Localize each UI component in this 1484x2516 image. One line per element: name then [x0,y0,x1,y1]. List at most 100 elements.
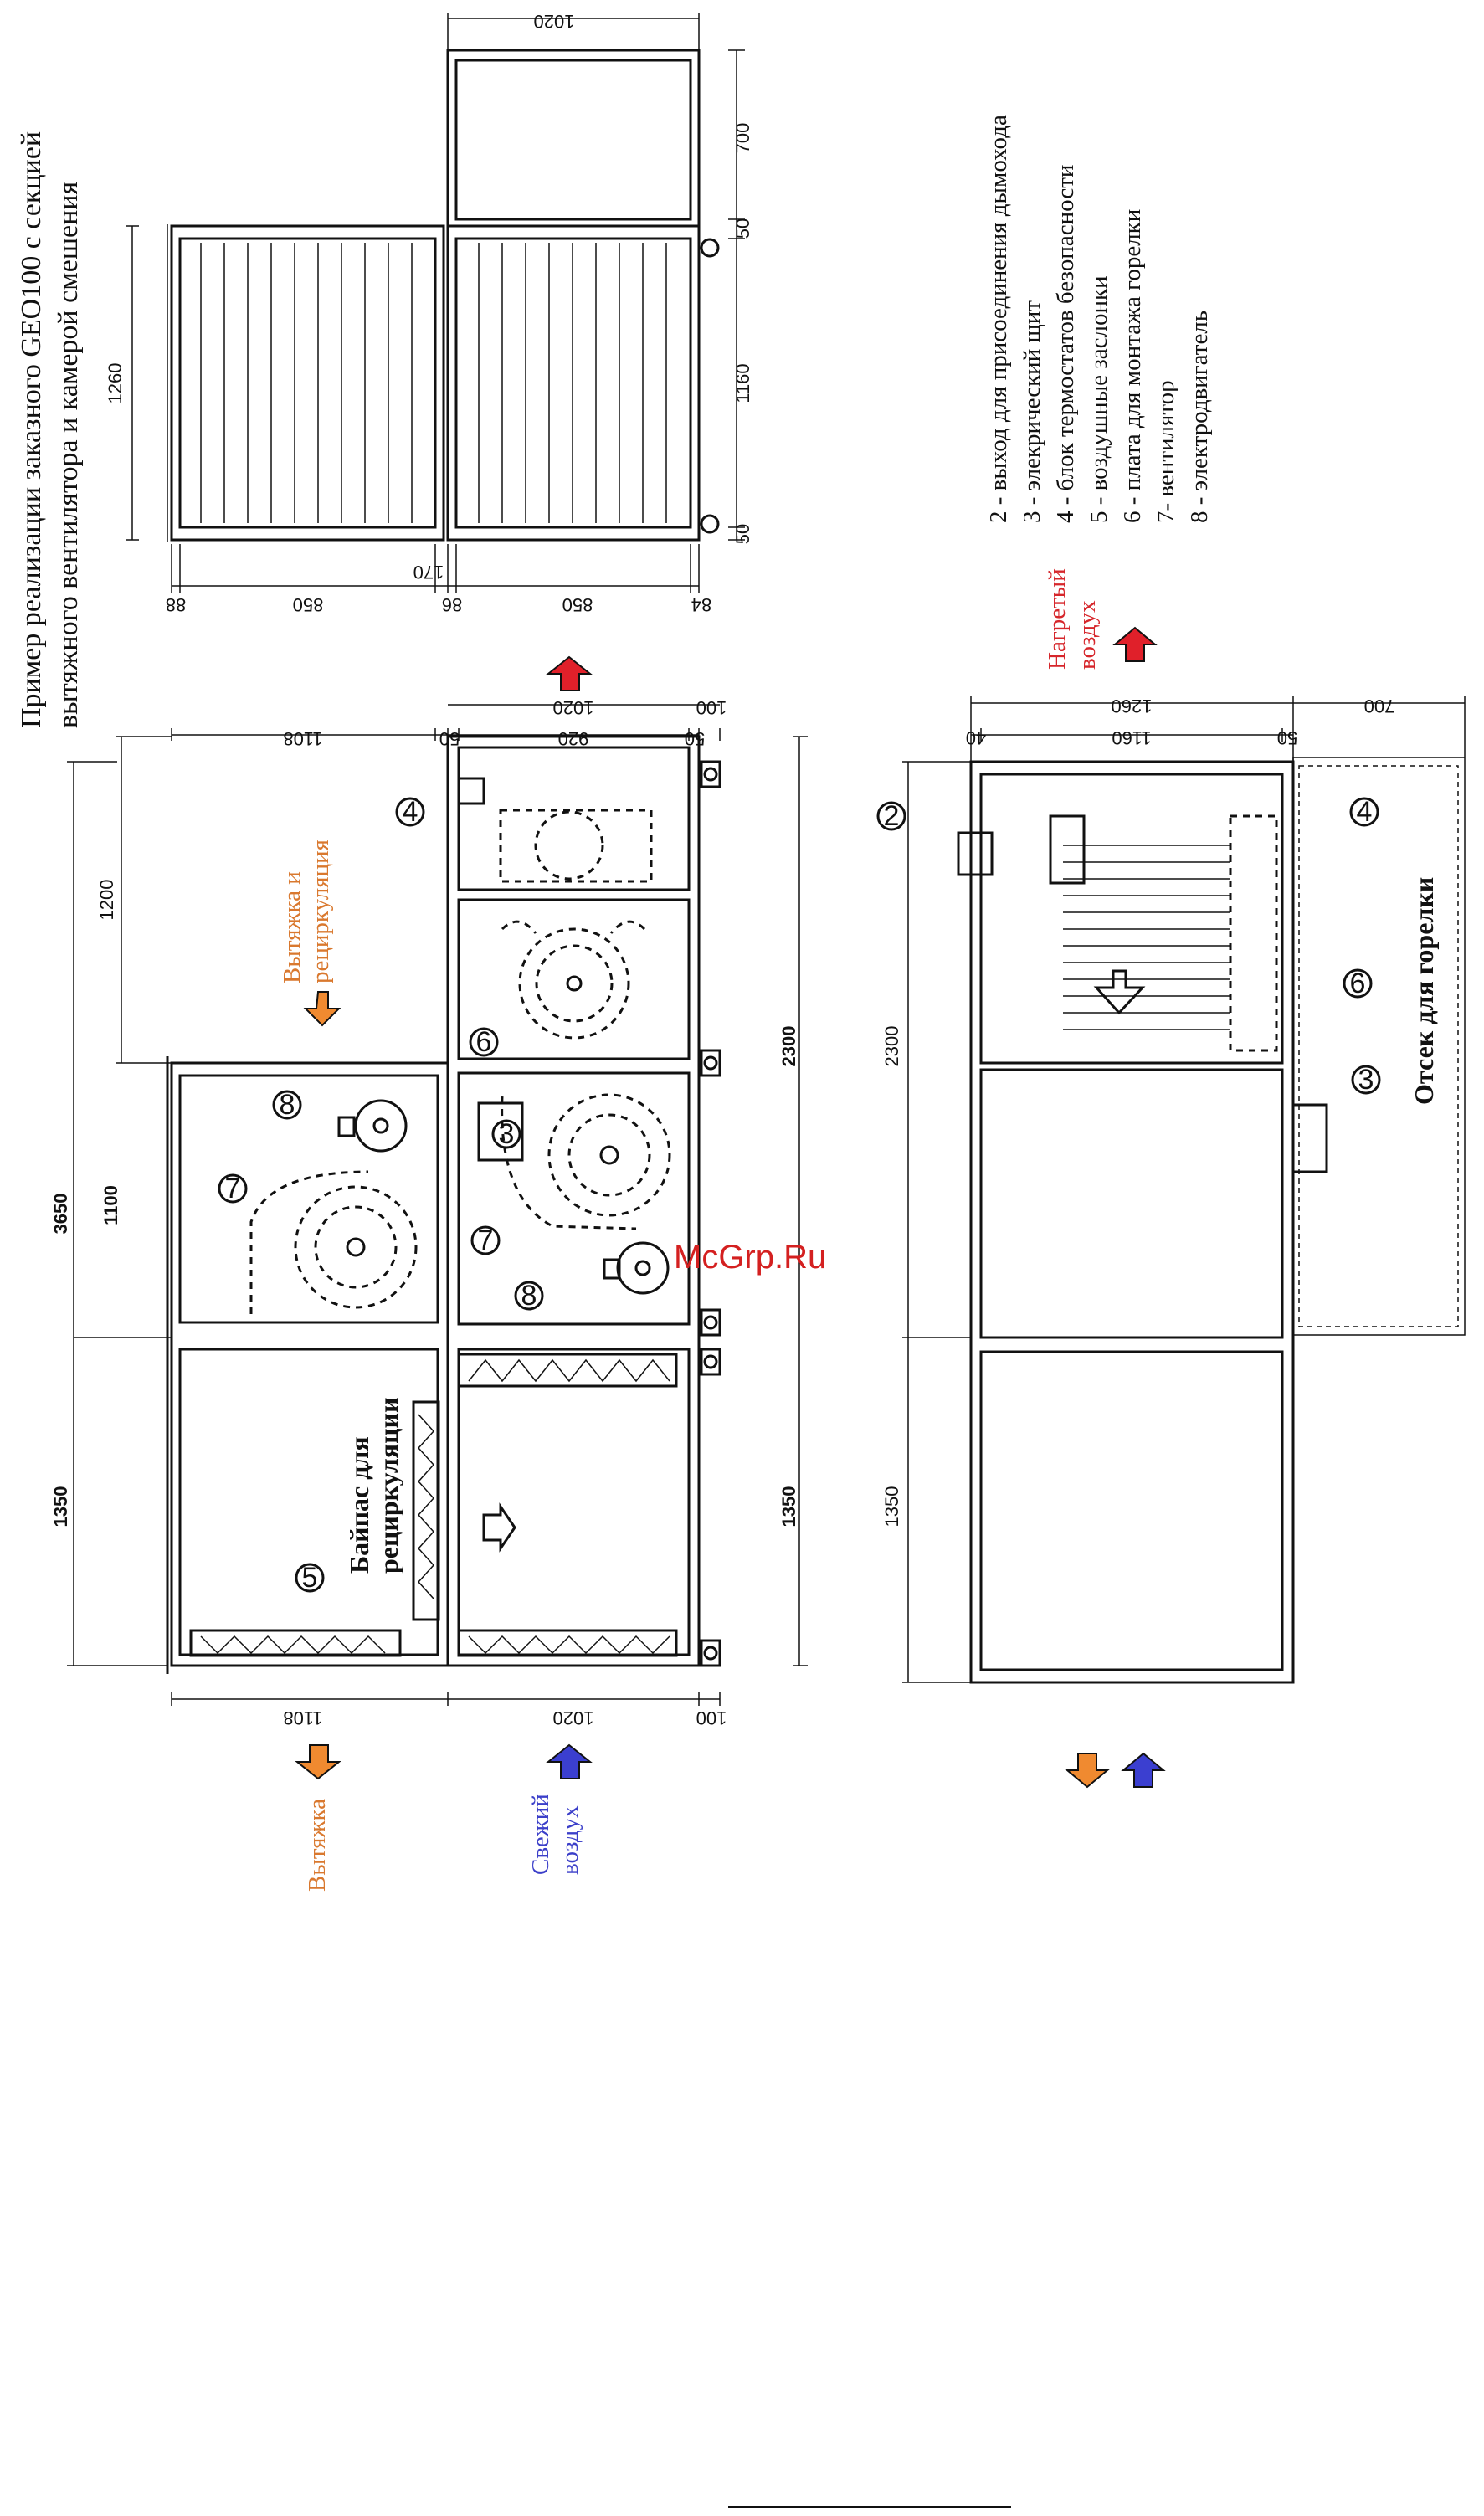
supply-fan-housing [547,1093,671,1217]
top-left-inner [178,237,437,529]
callout-7: 7 [225,1173,241,1204]
legend-item: 5 - воздушные заслонки [1086,275,1112,523]
callout-2: 2 [884,800,900,832]
dim-1350: 1350 [778,1486,799,1528]
callout-4: 4 [1357,796,1373,828]
dim-100: 100 [696,1707,727,1728]
watermark: McGrp.Ru [674,1239,826,1276]
heated-air-arrow-icon [1112,626,1158,662]
label-fresh-2: воздух [557,1805,583,1875]
dim-1350: 1350 [50,1486,71,1528]
dim-920: 920 [558,728,589,749]
callout-7: 7 [478,1225,494,1256]
side-dim-lines [902,696,1466,1683]
main-view: 1108 50 920 50 1020 100 1200 3650 1100 1… [50,568,1101,1892]
exhaust-fan-wheel [314,1205,398,1289]
supply-motor [616,1241,670,1295]
legend-item: 7- вентилятор [1153,380,1179,523]
burner-fan-housing [518,927,630,1040]
title: Пример реализации заказного GEO100 с сек… [16,131,84,728]
callouts-main: 4 6 3 7 8 8 7 5 [218,796,544,1594]
dim-84: 84 [691,594,711,615]
exhaust-arrow-icon [295,1744,341,1780]
damper-exhaust [189,1629,402,1657]
deflector [609,920,646,934]
damper-zigzag [468,1635,670,1655]
heat-exchanger-tubes [1063,845,1230,1030]
dim-88: 88 [166,594,186,615]
heat-exchanger-section [457,746,691,891]
lifting-lug [700,514,720,534]
dim-3650: 3650 [50,1194,71,1235]
dim-50: 50 [732,218,753,239]
dim-700: 700 [1364,696,1395,716]
callout-6: 6 [476,1026,492,1058]
top-right-upper-inner [454,59,692,221]
label-heated-1: Нагретый [1044,568,1071,670]
dim-1200: 1200 [96,880,117,921]
supply-column [446,735,701,1667]
dim-2300: 2300 [778,1026,799,1067]
burner-compartment [1292,757,1466,1336]
supply-arrow-icon [546,655,593,691]
motor-terminal [603,1258,621,1280]
legend-item: 3 - элекрический щит [1019,300,1045,523]
dim-100: 100 [696,697,727,718]
burner-compartment-label: Отсек для горелки [1409,877,1439,1105]
exhaust-motor-shaft [372,1117,389,1134]
exhaust-fan-section [178,1074,439,1324]
lifting-lug [700,238,720,258]
callout-6: 6 [1350,968,1366,999]
label-exhaust-recirc-2: рециркуляция [307,840,334,983]
legend: 2 - выход для присоединения дымохода 3 -… [985,115,1213,523]
dim-1100: 1100 [100,1185,121,1225]
flow-arrow-icon [482,1502,516,1553]
legend-item: 2 - выход для присоединения дымохода [985,115,1012,523]
supply-motor-shaft [634,1260,651,1276]
electrical-box-side [1291,1103,1328,1173]
fresh-air-arrow-icon [546,1743,593,1779]
exhaust-fan-volute [249,1170,369,1314]
label-exhaust: Вытяжка [304,1799,331,1892]
damper-supply [457,1629,678,1657]
bypass-label-line1: Байпас для [344,1436,374,1574]
dim-1108: 1108 [283,1707,322,1728]
bypass-label-line2: рециркуляции [373,1398,403,1574]
dim-1260: 1260 [1112,696,1153,716]
side-outer-frame [969,760,1295,1684]
dim-50: 50 [1277,727,1297,748]
supply-fan-wheel [567,1113,651,1197]
label-fresh-1: Свежий [527,1794,554,1875]
panel-ribs [200,243,667,523]
supply-fan-hub [599,1145,619,1165]
supply-fan-volute [501,1096,637,1230]
motor-terminal [337,1116,356,1137]
exhaust-arrow-icon [1065,1753,1110,1789]
flow-arrow-icon [1093,969,1146,1015]
dim-50: 50 [732,524,753,544]
burner-fan-wheel [535,944,614,1023]
dim-2300: 2300 [881,1026,902,1067]
burner-port [534,810,604,881]
thermostat-block [457,777,485,805]
callouts-side: 2 4 6 3 [876,796,1381,1096]
exhaust-fan-housing [294,1185,418,1309]
title-line1: Пример реализации заказного GEO100 с сек… [16,131,47,728]
supply-fan-section [457,1071,691,1326]
dim-40: 40 [966,727,986,748]
bypass-damper [412,1400,440,1621]
burner-fan-section [457,898,691,1060]
top-right-upper-block [446,49,701,228]
callout-5: 5 [302,1562,318,1594]
exhaust-fan-hub [346,1237,366,1257]
fresh-air-arrow-icon [1121,1752,1166,1788]
main-dim-lines [67,704,808,1706]
dim-1020: 1020 [553,697,594,718]
chimney-outlet [957,831,994,876]
side-fan-section [979,1068,1284,1339]
callout-4: 4 [403,796,418,828]
dim-1160: 1160 [732,363,753,403]
callout-8: 8 [521,1280,537,1312]
top-right-lower-inner [454,237,692,529]
